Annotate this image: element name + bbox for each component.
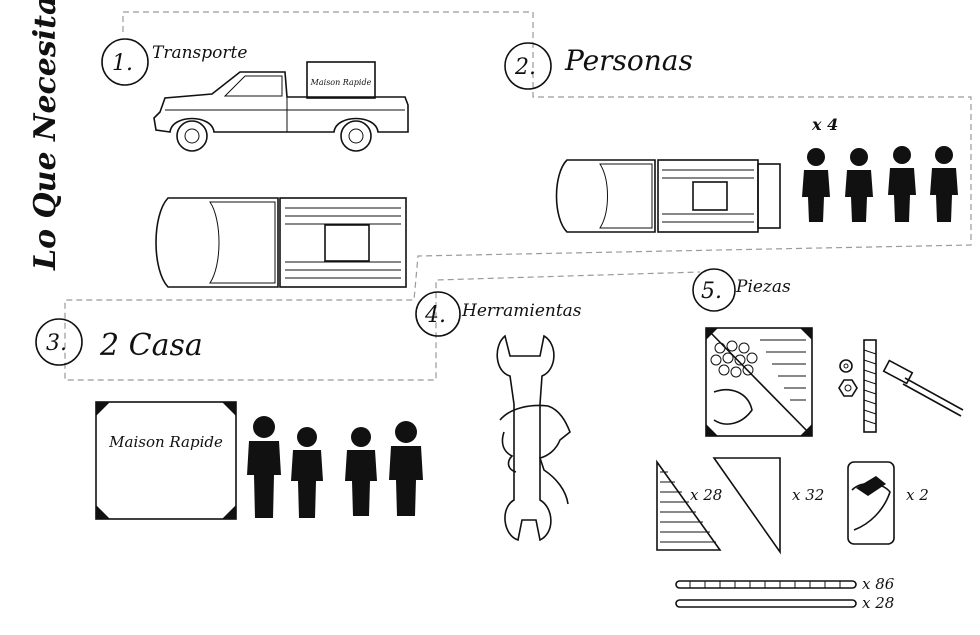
step-2-label: Personas: [564, 44, 693, 77]
person-icon: [802, 148, 830, 222]
step-2: 2. Personas: [504, 42, 693, 90]
step-5-number-circle: [692, 268, 736, 312]
step-2-number: 2.: [514, 55, 536, 80]
step-4-number-circle: [415, 291, 461, 337]
person-icon: [247, 416, 281, 518]
rod-a: [675, 580, 857, 589]
triangle-b-quantity: x 32: [792, 486, 824, 504]
parts-box-icon: [705, 327, 813, 437]
nut-icon: [838, 379, 858, 397]
rod-b-quantity: x 28: [862, 594, 894, 612]
step-1: 1. Transporte: [101, 38, 247, 86]
step-4-label: Herramientas: [461, 301, 582, 321]
step-4: 4. Herramientas: [415, 291, 582, 337]
bolt-icon: [863, 339, 877, 433]
hardware-icons: [838, 339, 964, 433]
step-1-number: 1.: [112, 51, 133, 76]
triangle-a-quantity: x 28: [690, 486, 722, 504]
person-icon: [389, 421, 423, 516]
panel-quantity: x 2: [906, 486, 929, 504]
truck-top-icon-small: [555, 159, 781, 233]
step-1-label: Transporte: [152, 43, 247, 63]
step-3-number: 3.: [46, 331, 67, 356]
screw-icon: [882, 359, 964, 417]
rod-a-quantity: x 86: [862, 575, 895, 593]
page-title: Lo Que Necesitas: [28, 0, 63, 271]
step-3-label: 2 Casa: [99, 328, 203, 363]
person-icon: [930, 146, 958, 222]
step-3: 3. 2 Casa: [35, 318, 203, 366]
truck-side-icon: Maison Rapide: [153, 61, 409, 152]
step-2-number-circle: [504, 42, 552, 90]
wrench-hand-icon: [496, 334, 571, 542]
step-3-number-circle: [35, 318, 83, 366]
triangle-panel-b: [712, 457, 781, 555]
person-icon: [345, 427, 377, 516]
truck-top-icon: [155, 197, 407, 288]
triangle-panel-a: [656, 459, 722, 551]
step-4-number: 4.: [424, 303, 446, 328]
people-quantity: x 4: [811, 115, 838, 134]
person-icon: [845, 148, 873, 222]
washer-icon: [839, 359, 853, 373]
connector-paths: [64, 11, 972, 381]
rod-b: [675, 599, 857, 608]
corner-panel: [847, 461, 895, 545]
brand-box: [306, 61, 376, 99]
people-group-2: [802, 146, 958, 222]
step-1-number-circle: [101, 38, 149, 86]
step-5-label: Piezas: [735, 277, 791, 297]
mattress-brand-label: Maison Rapide: [108, 433, 223, 451]
step-5: 5. Piezas: [692, 268, 791, 312]
people-group-3: [247, 416, 423, 518]
mattress-box: Maison Rapide: [95, 401, 237, 520]
brand-box-label: Maison Rapide: [310, 78, 372, 87]
step-5-number: 5.: [701, 279, 722, 304]
person-icon: [888, 146, 916, 222]
person-icon: [291, 427, 323, 518]
